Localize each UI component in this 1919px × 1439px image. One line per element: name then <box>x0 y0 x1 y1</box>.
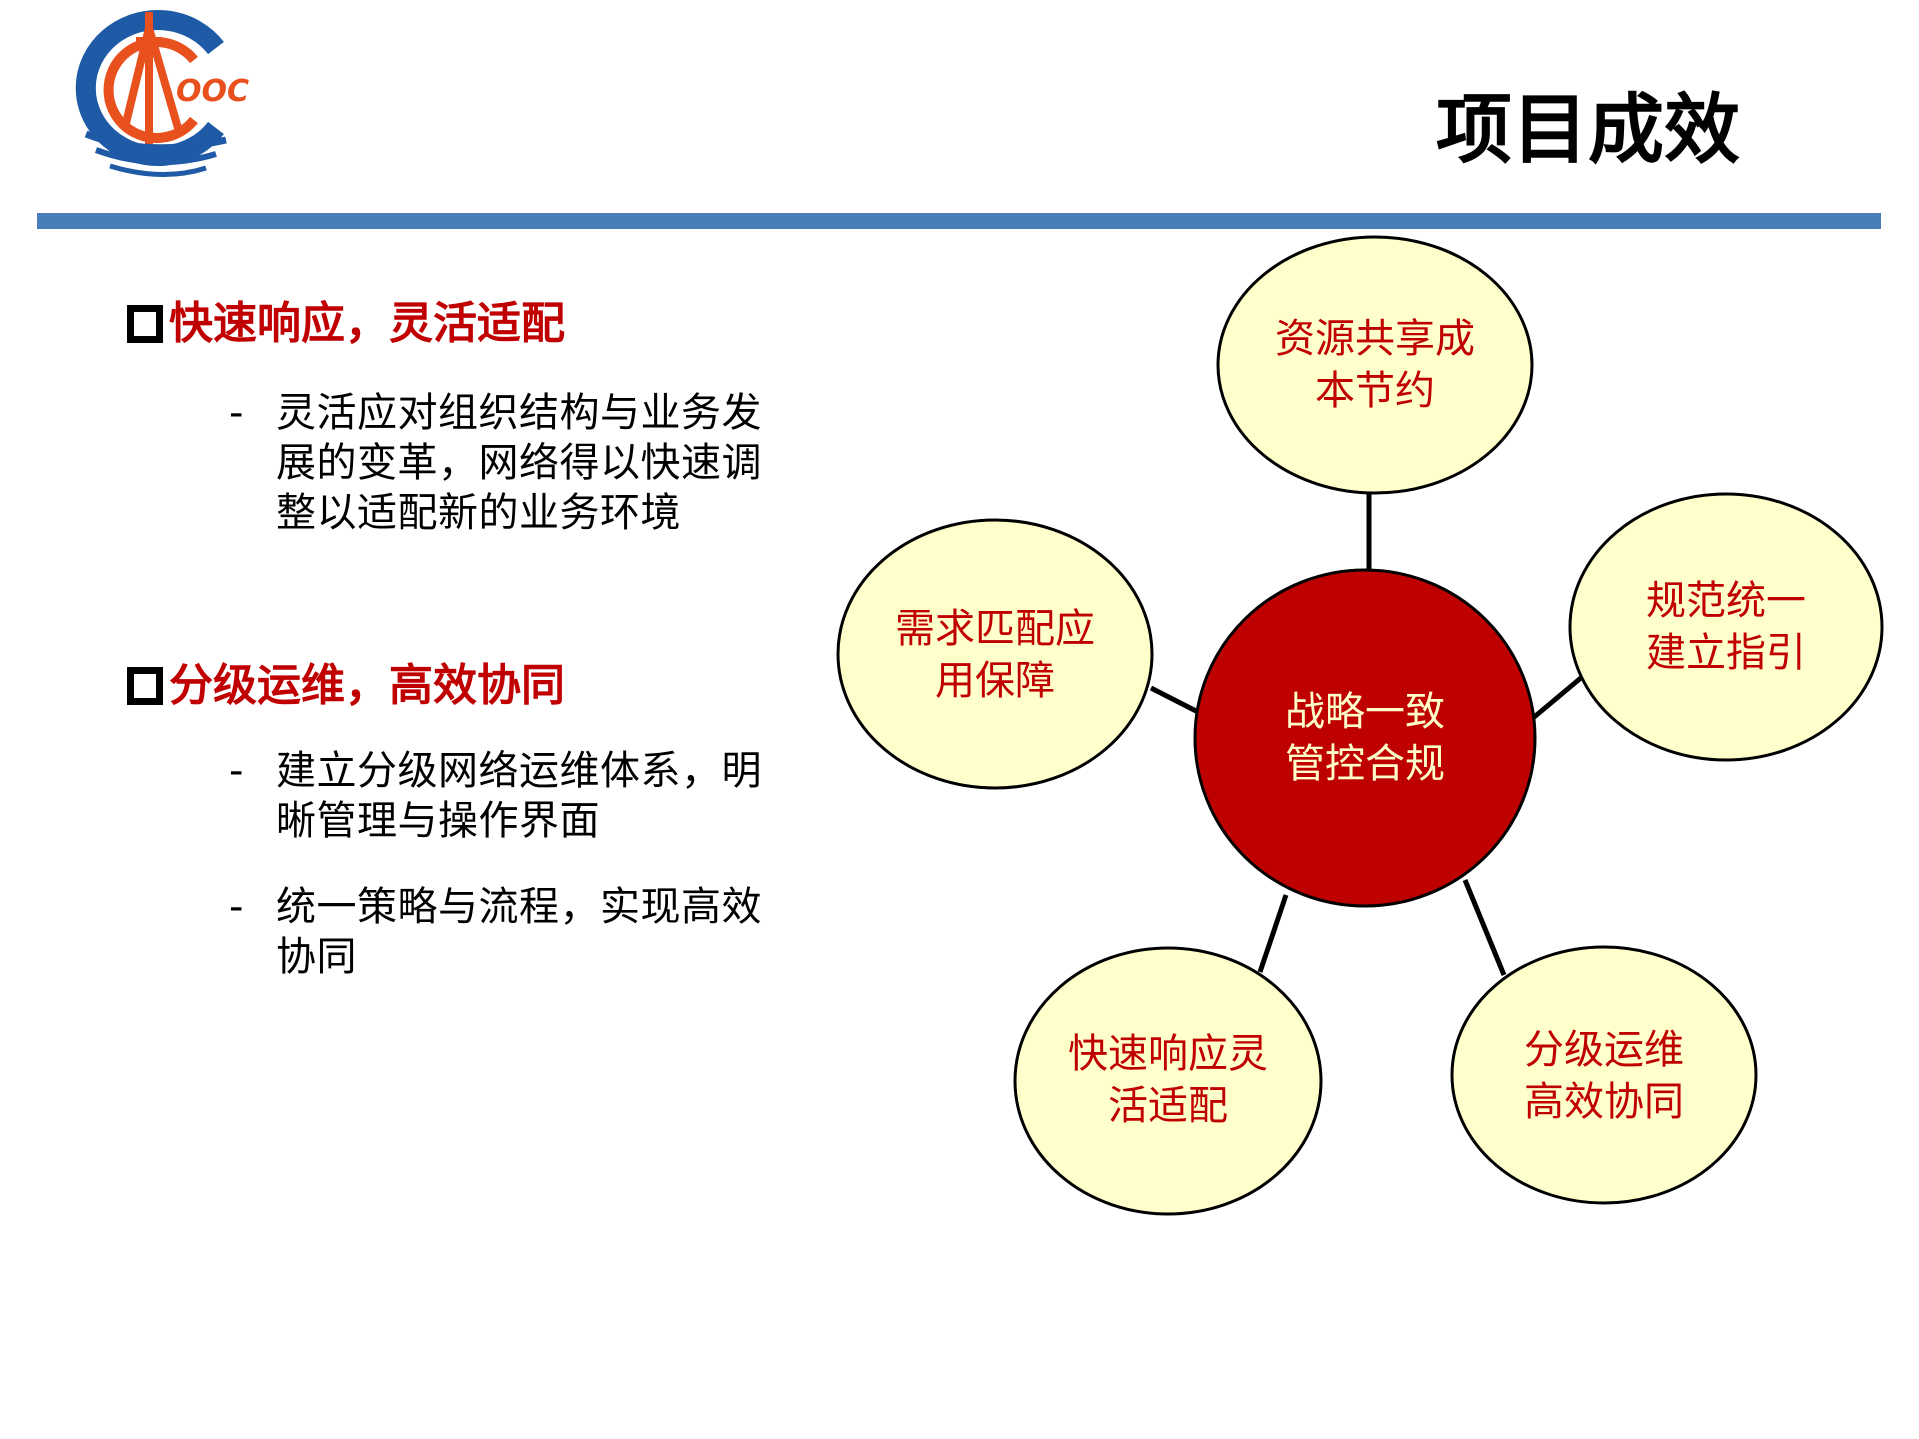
node-label-line2: 用保障 <box>935 658 1055 704</box>
connector-bottom-right <box>1462 879 1507 976</box>
section-heading-text: 分级运维，高效协同 <box>169 660 565 711</box>
node-label-line1: 规范统一 <box>1646 578 1806 624</box>
node-right-ellipse <box>1568 492 1884 762</box>
center-label-line2: 管控合规 <box>1285 741 1445 787</box>
square-bullet-icon <box>127 667 163 705</box>
node-bottom-right-label: 分级运维 高效协同 <box>1452 1021 1756 1131</box>
node-label-line1: 分级运维 <box>1524 1027 1684 1073</box>
node-label-line1: 需求匹配应 <box>895 606 1095 652</box>
section-heading-text: 快速响应，灵活适配 <box>169 298 565 349</box>
title-divider-bar <box>37 213 1881 229</box>
list-item: - 灵活应对组织结构与业务发展的变革，网络得以快速调整以适配新的业务环境 <box>229 388 809 538</box>
center-node-label: 战略一致 管控合规 <box>1195 670 1535 806</box>
connector-bottom-left <box>1257 894 1289 973</box>
center-node-circle <box>1193 568 1537 908</box>
node-left-ellipse <box>836 518 1154 790</box>
svg-text:OOC: OOC <box>176 74 249 109</box>
section-heading-fast-response: 快速响应，灵活适配 <box>127 296 565 352</box>
list-item-text: 灵活应对组织结构与业务发展的变革，网络得以快速调整以适配新的业务环境 <box>276 390 762 536</box>
node-bottom-left-ellipse <box>1013 946 1323 1216</box>
dash-bullet: - <box>229 884 244 930</box>
node-left-label: 需求匹配应 用保障 <box>838 600 1152 710</box>
section-heading-tiered-ops: 分级运维，高效协同 <box>127 658 565 714</box>
list-item: - 统一策略与流程，实现高效协同 <box>229 882 809 982</box>
node-label-line1: 资源共享成 <box>1275 316 1475 362</box>
page-title: 项目成效 <box>1436 85 1740 174</box>
connector-left <box>1149 685 1200 715</box>
node-right-label: 规范统一 建立指引 <box>1570 572 1882 682</box>
node-bottom-right-ellipse <box>1450 945 1758 1205</box>
center-label-line1: 战略一致 <box>1285 689 1445 735</box>
node-label-line1: 快速响应灵 <box>1068 1031 1268 1077</box>
square-bullet-icon <box>127 305 163 343</box>
node-label-line2: 高效协同 <box>1524 1079 1684 1125</box>
node-label-line2: 活适配 <box>1108 1083 1228 1129</box>
node-label-line2: 建立指引 <box>1646 630 1806 676</box>
list-item-text: 建立分级网络运维体系，明晰管理与操作界面 <box>276 748 762 844</box>
connector-right <box>1531 675 1584 720</box>
node-bottom-left-label: 快速响应灵 活适配 <box>1015 1025 1321 1135</box>
dash-bullet: - <box>229 748 244 794</box>
list-item-text: 统一策略与流程，实现高效协同 <box>276 884 762 980</box>
cnooc-logo: OOC <box>66 8 262 180</box>
node-top-label: 资源共享成 本节约 <box>1218 310 1532 420</box>
node-label-line2: 本节约 <box>1315 368 1435 414</box>
dash-bullet: - <box>229 390 244 436</box>
list-item: - 建立分级网络运维体系，明晰管理与操作界面 <box>229 746 809 846</box>
logo-icon: OOC <box>75 10 249 177</box>
node-top-ellipse <box>1216 235 1534 495</box>
